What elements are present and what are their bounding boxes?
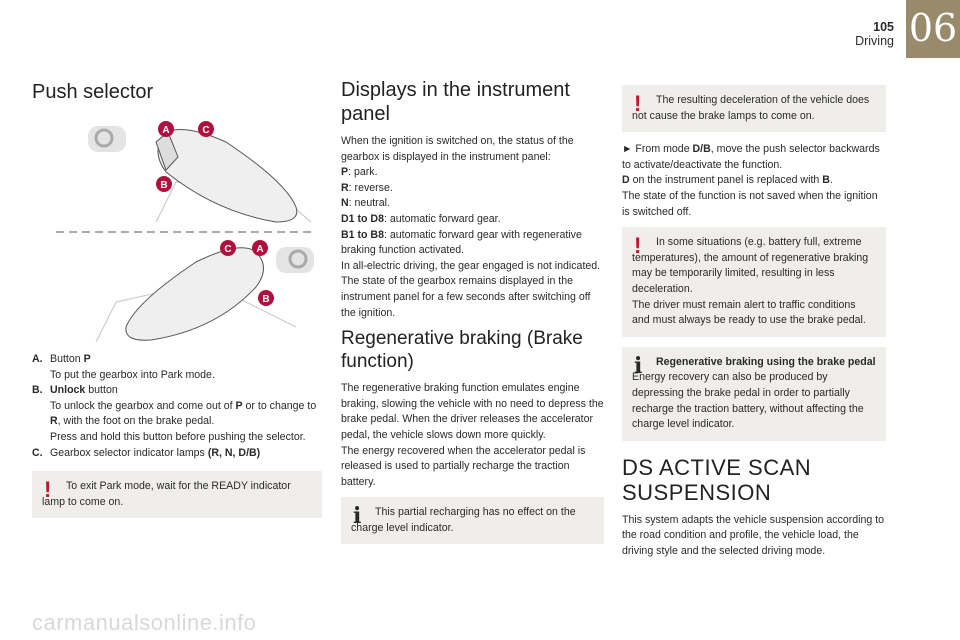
text-run: The resulting deceleration of the vehicl… — [632, 94, 870, 122]
text-run: Energy recovery can also be produced by … — [632, 371, 864, 431]
list-text: Unlock button To unlock the gearbox and … — [50, 383, 322, 445]
list-text: Gearbox selector indicator lamps (R, N, … — [50, 446, 322, 462]
section-title: Driving — [855, 34, 894, 48]
svg-text:B: B — [160, 180, 167, 191]
page-header: 105 Driving — [855, 20, 894, 48]
text-run: : park. — [348, 166, 378, 179]
note-text: To exit Park mode, wait for the READY in… — [42, 479, 312, 510]
text-run: Button — [50, 353, 84, 365]
paragraph: The regenerative braking function emulat… — [341, 381, 604, 490]
callout-label-a: A — [158, 121, 174, 137]
text-run: Gearbox selector indicator lamps — [50, 446, 208, 459]
text-run: When the ignition is switched on, the st… — [341, 135, 574, 163]
callout-label-a: A — [252, 240, 268, 256]
callout-label-b: B — [258, 290, 274, 306]
text-run: or to change to — [242, 399, 317, 412]
steering-wheel-icon — [88, 126, 126, 152]
bold-text: D/B — [692, 143, 711, 156]
warning-icon: ! — [44, 477, 52, 503]
section-heading: Displays in the instrument panel — [341, 79, 570, 125]
note-text: Regenerative braking using the brake ped… — [632, 355, 876, 433]
page-number: 105 — [873, 20, 894, 34]
bold-text: B1 to B8 — [341, 228, 384, 241]
list-key: B. — [32, 384, 43, 397]
text-run: , move the push selector backwards to ac… — [622, 143, 880, 171]
list-text: Button P To put the gearbox into Park mo… — [50, 352, 322, 383]
warning-note: !To exit Park mode, wait for the READY i… — [32, 471, 322, 519]
info-note: i Regenerative braking using the brake pe… — [622, 346, 886, 441]
bold-text: B — [822, 174, 830, 187]
text-run: , with the foot on the brake pedal. Pres… — [50, 415, 306, 443]
text-run: : reverse. — [348, 181, 393, 194]
callout-label-b: B — [156, 176, 172, 192]
bold-text: P — [341, 166, 349, 179]
text-run: . The state of the function is not saved… — [622, 174, 878, 218]
text-run: To put the gearbox into Park mode. — [50, 368, 215, 381]
note-text: The resulting deceleration of the vehicl… — [632, 93, 876, 124]
bold-text: P — [83, 353, 91, 365]
warning-icon: ! — [634, 91, 642, 116]
svg-text:A: A — [256, 244, 263, 255]
steering-wheel-icon — [276, 247, 314, 273]
bold-text: D — [622, 174, 630, 187]
info-icon: i — [353, 503, 362, 530]
text-run: button To unlock the gearbox and come ou… — [50, 384, 233, 412]
warning-icon: ! — [634, 233, 642, 259]
text-run: In some situations (e.g. battery full, e… — [632, 236, 869, 327]
svg-text:A: A — [162, 125, 169, 136]
paragraph: When the ignition is switched on, the st… — [341, 134, 604, 321]
bold-text: Unlock — [50, 384, 86, 397]
section-heading: Push selector — [32, 81, 154, 103]
info-icon: i — [634, 352, 643, 379]
svg-text:C: C — [202, 125, 209, 136]
bold-text: R — [341, 181, 349, 194]
paragraph: ► From mode D/B, move the push selector … — [622, 142, 886, 220]
bold-text: R — [50, 415, 58, 428]
paragraph: This system adapts the vehicle suspensio… — [622, 513, 886, 560]
text-run: : automatic forward gear. — [383, 212, 501, 225]
text-run: on the instrument panel is replaced with — [629, 174, 823, 187]
watermark: carmanualsonline.info — [32, 610, 257, 635]
chapter-tab: 06 — [906, 0, 960, 58]
note-text: This partial recharging has no effect on… — [351, 505, 594, 536]
bold-text: P — [235, 399, 243, 412]
selector-illustration: A B C A B C — [56, 112, 316, 344]
text-run: This partial recharging has no effect on… — [351, 506, 576, 534]
svg-text:B: B — [262, 294, 269, 305]
text-run: : neutral. — [348, 197, 390, 210]
text-run: ► From mode — [622, 143, 693, 156]
svg-text:C: C — [224, 244, 231, 255]
section-heading: DS ACTIVE SCAN SUSPENSION — [622, 454, 812, 505]
legend-list: A. Button P To put the gearbox into Park … — [32, 352, 322, 461]
subsection-heading: Regenerative braking (Brake function) — [341, 328, 583, 373]
warning-note: !The resulting deceleration of the vehic… — [622, 85, 886, 133]
text-run: To exit Park mode, wait for the READY in… — [42, 480, 291, 508]
callout-label-c: C — [220, 240, 236, 256]
warning-note: !In some situations (e.g. battery full, … — [622, 227, 886, 337]
list-key: A. — [32, 353, 43, 365]
note-text: In some situations (e.g. battery full, e… — [632, 235, 876, 329]
bold-text: (R, N, D/B) — [207, 446, 261, 459]
column-3: !The resulting deceleration of the vehic… — [622, 78, 886, 559]
text-run: : automatic forward gear with regenerati… — [341, 228, 601, 319]
bold-text: Regenerative braking using the brake ped… — [656, 355, 876, 368]
bold-text: D1 to D8 — [341, 212, 384, 225]
text-run: This system adapts the vehicle suspensio… — [622, 513, 885, 557]
text-run: The regenerative braking function emulat… — [341, 382, 604, 488]
column-1: Push selector A B C A B C A. Button P To put t… — [32, 80, 322, 528]
list-key: C. — [32, 446, 43, 459]
callout-label-c: C — [198, 121, 214, 137]
bold-text: N — [341, 197, 349, 210]
